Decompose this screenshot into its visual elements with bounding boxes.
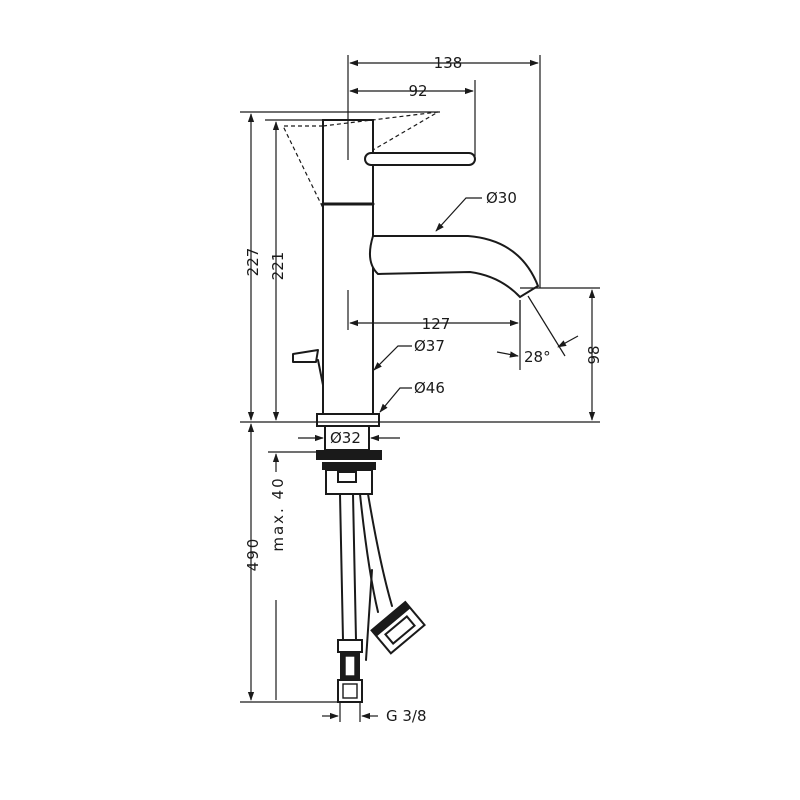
label-diameter-30: Ø30 [486,189,517,207]
faucet-base [316,413,380,427]
label-diameter-37: Ø37 [414,337,445,355]
label-490: 490 [244,537,262,572]
label-angle-28: 28° [524,348,551,366]
mounting-nut [316,450,382,460]
lever-handle [364,152,476,166]
lever-open-outline [282,125,324,209]
label-221: 221 [269,252,287,281]
spout [368,235,540,299]
shank [324,425,370,451]
faucet-body [282,111,540,703]
label-thread-g38: G 3/8 [386,707,427,725]
label-227: 227 [244,248,262,277]
supply-hose-2 [359,493,379,613]
label-diameter-46: Ø46 [414,379,445,397]
label-92: 92 [408,82,427,100]
label-98: 98 [585,345,603,364]
label-127: 127 [422,315,451,333]
label-138: 138 [434,54,463,72]
hose-fitting-straight [337,639,363,703]
supply-hose-1 [339,493,344,641]
dimension-lines [240,55,600,722]
label-max-40: max. 40 [269,476,287,551]
dimension-labels: 138 92 Ø30 227 221 127 Ø37 28° 98 Ø46 Ø3… [244,54,603,725]
popup-rod [292,349,319,363]
hose-fitting-angled [370,600,426,655]
label-diameter-32: Ø32 [330,429,361,447]
